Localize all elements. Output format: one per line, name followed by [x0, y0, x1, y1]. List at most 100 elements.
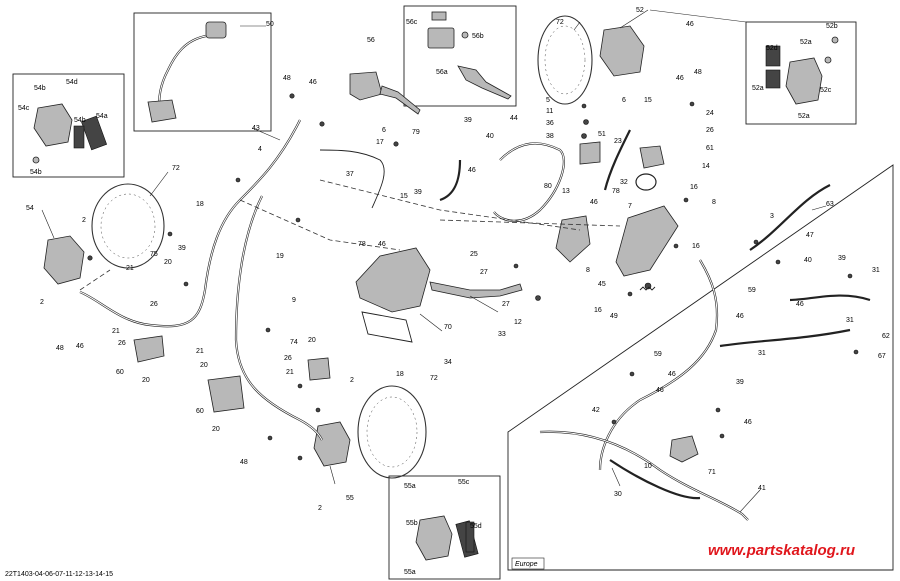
callout: 39 — [414, 189, 422, 196]
reservoir-hose-assembly — [147, 21, 227, 123]
caliper-inset-52 — [765, 36, 839, 105]
callout: 12 — [514, 319, 522, 326]
bracket-60-mid — [207, 375, 245, 413]
callout: 9 — [292, 297, 296, 304]
callout: 16 — [692, 243, 700, 250]
caliper-inset-54 — [32, 103, 108, 164]
callout: 3 — [770, 213, 774, 220]
master-cylinder-56 — [349, 71, 383, 101]
callout: 46 — [686, 21, 694, 28]
callout: 59 — [748, 287, 756, 294]
brake-disc-72-left — [91, 183, 165, 269]
callout: 30 — [614, 491, 622, 498]
callout: 40 — [486, 133, 494, 140]
rear-brake-assembly-70 — [355, 247, 431, 313]
callout: 27 — [502, 301, 510, 308]
callout: 40 — [804, 257, 812, 264]
pump-15-46 — [555, 215, 591, 263]
europe-region-frame — [507, 164, 894, 571]
callout: 46 — [796, 301, 804, 308]
callout: 60 — [196, 408, 204, 415]
callout: 4 — [258, 146, 262, 153]
brake-disc-72-bottom — [357, 385, 427, 479]
callout: 21 — [112, 328, 120, 335]
callout: 55a — [404, 483, 416, 490]
callout: 20 — [164, 259, 172, 266]
gasket-34 — [361, 311, 413, 343]
callout: 55a — [404, 569, 416, 576]
callout: 42 — [592, 407, 600, 414]
callout: 15 — [400, 193, 408, 200]
brake-disc-72-top — [537, 15, 593, 105]
inset-frame-55 — [388, 475, 501, 580]
callout: 23 — [614, 138, 622, 145]
diagram-id: 22T1403-04-06-07-11-12-13-14-15 — [5, 571, 113, 578]
callout: 46 — [378, 241, 386, 248]
front-caliper-54 — [43, 235, 85, 285]
callout: 46 — [76, 343, 84, 350]
callout: 48 — [56, 345, 64, 352]
callout: 26 — [284, 355, 292, 362]
callout: 46 — [468, 167, 476, 174]
spring-49 — [639, 286, 656, 291]
abs-module-71 — [669, 435, 699, 463]
o-ring-32 — [635, 173, 657, 191]
brake-lines — [79, 119, 871, 521]
callout: 51 — [598, 131, 606, 138]
inset-frame-54 — [12, 73, 125, 178]
callout: 21 — [126, 265, 134, 272]
callout: 26 — [118, 340, 126, 347]
callout: 18 — [396, 371, 404, 378]
callout: 49 — [610, 313, 618, 320]
callout: 56 — [367, 37, 375, 44]
brake-lever — [379, 85, 421, 115]
callout: 52a — [798, 113, 810, 120]
callout: 20 — [200, 362, 208, 369]
callout: 48 — [240, 459, 248, 466]
callout: 72 — [556, 19, 564, 26]
callout: 31 — [846, 317, 854, 324]
callout: 54b — [74, 117, 86, 124]
callout: 26 — [706, 127, 714, 134]
bracket-61 — [639, 145, 665, 169]
callout: 8 — [586, 267, 590, 274]
callout: 70 — [444, 324, 452, 331]
callout: 78 — [358, 241, 366, 248]
bracket-60-left — [133, 335, 165, 363]
callout: 46 — [676, 75, 684, 82]
callout: 39 — [178, 245, 186, 252]
callout: 33 — [498, 331, 506, 338]
callout: 62 — [882, 333, 890, 340]
callout: 54 — [26, 205, 34, 212]
callout: 17 — [376, 139, 384, 146]
callout: 46 — [736, 313, 744, 320]
callout: 52c — [820, 87, 832, 94]
caliper-inset-55 — [415, 515, 479, 561]
callout: 20 — [308, 337, 316, 344]
callout: 46 — [668, 371, 676, 378]
callout: 54c — [18, 105, 30, 112]
callout: 7 — [628, 203, 632, 210]
callout: 55 — [346, 495, 354, 502]
callout: 50 — [266, 21, 274, 28]
callout: 56a — [436, 69, 448, 76]
europe-label-box — [511, 557, 545, 570]
caliper-52-top — [599, 25, 645, 77]
callout: 71 — [708, 469, 716, 476]
callout: 16 — [594, 307, 602, 314]
callout: 36 — [546, 120, 554, 127]
callout: 52d — [766, 45, 778, 52]
callout: 18 — [196, 201, 204, 208]
callout: 79 — [412, 129, 420, 136]
callout: 78 — [612, 188, 620, 195]
callout: 52a — [800, 39, 812, 46]
callout: 39 — [736, 379, 744, 386]
callout: 67 — [878, 353, 886, 360]
europe-label: Europe — [515, 561, 538, 568]
callout: 60 — [116, 369, 124, 376]
callout: 56b — [472, 33, 484, 40]
callout: 54a — [96, 113, 108, 120]
callout: 55d — [470, 523, 482, 530]
callout: 48 — [694, 69, 702, 76]
